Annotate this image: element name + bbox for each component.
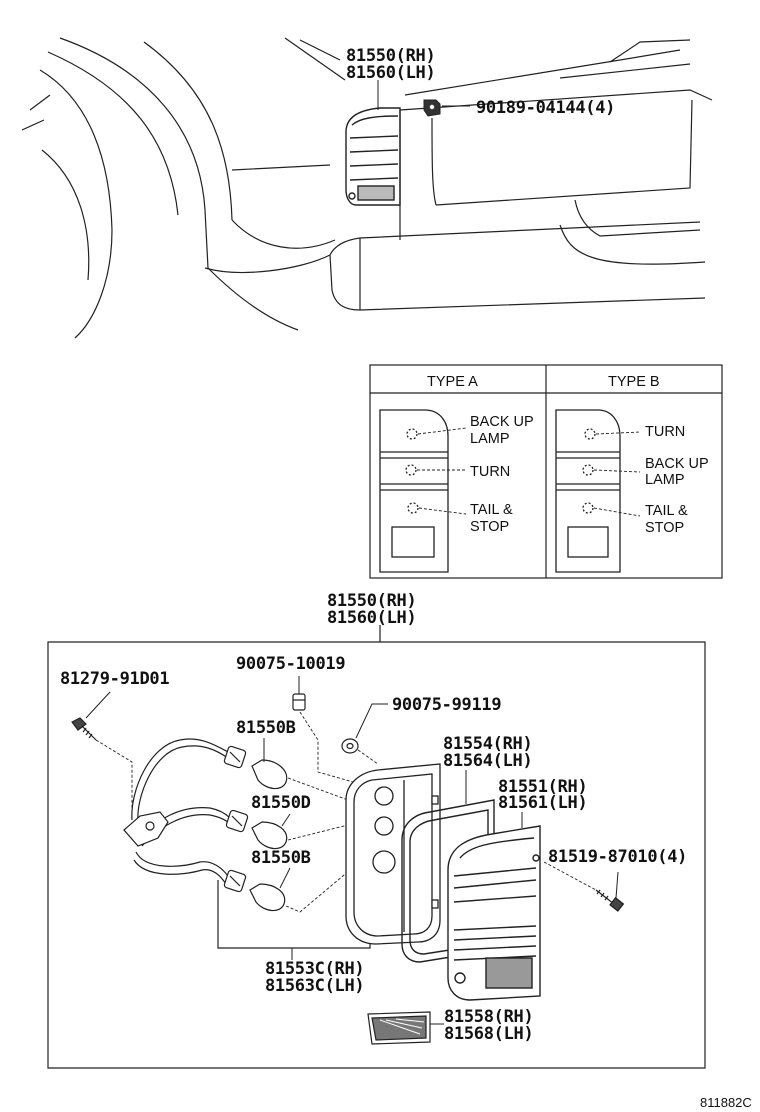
bulb-b1-part: 81550B [236,718,296,738]
vehicle-rear-view [21,37,713,339]
socket-nut-part: 90075-10019 [236,654,345,674]
socket-cord-lh: 81563C(LH) [265,976,364,996]
bulb-b2-part: 81550B [251,848,311,868]
lamp-gasket [401,799,495,963]
socket-nut-icon [292,693,306,711]
type-a-label-turn: TURN [470,464,510,480]
type-b-label-backup: BACK UP [645,456,709,472]
socket-cord-rh: 81553C(RH) [265,959,364,979]
screw-part: 81279-91D01 [60,669,169,689]
top-assembly-lh: 81560(LH) [346,63,435,83]
leader-socket-nut-dashed [299,711,361,785]
type-b-label-tail: TAIL & [645,503,688,519]
leader-grommet [355,703,388,739]
type-a-label-lamp: LAMP [470,431,510,447]
type-a-title: TYPE A [427,374,478,390]
type-b-label-lamp: LAMP [645,472,685,488]
exploded-assembly-rh: 81550(RH) [327,591,416,611]
lens-screw-icon [595,889,625,912]
leader-screw [85,691,111,719]
reflector-lh: 81568(LH) [444,1024,533,1044]
lamp-lens [447,825,541,1001]
exploded-assembly-lh: 81560(LH) [327,608,416,628]
reflector-icon [367,1011,431,1045]
tail-lamp-vehicle [345,107,401,206]
clip-icon [423,99,441,117]
type-table [369,364,723,579]
type-a-label-backup: BACK UP [470,414,534,430]
lens-screw-part: 81519-87010(4) [548,847,687,867]
type-a-label-tail: TAIL & [470,502,513,518]
bulb-d-part: 81550D [251,793,311,813]
type-b-label-stop: STOP [645,520,684,536]
type-a-lamp [379,409,449,573]
socket-3-icon [223,869,247,893]
screw-icon [71,717,97,741]
type-b-title: TYPE B [608,374,660,390]
lamp-housing [345,763,441,945]
socket-cord-harness [123,738,231,885]
bulb-leaders [263,738,291,889]
reference-code: 811882C [700,1095,752,1110]
gasket-lh: 81564(LH) [443,751,532,771]
lens-rh: 81551(RH) [498,777,587,797]
type-a-leaders [417,427,467,515]
socket-1-icon [223,745,247,769]
leader-lens-screw [615,871,619,899]
grommet-icon [341,738,359,754]
leader-screw-dashed [95,739,133,810]
leader-grommet-dashed [357,749,379,765]
bulb-b1-icon [251,759,288,790]
type-a-label-stop: STOP [470,519,509,535]
gasket-rh: 81554(RH) [443,734,532,754]
socket-2-icon [225,809,249,833]
grommet-part: 90075-99119 [392,695,501,715]
type-b-label-turn: TURN [645,424,685,440]
exploded-frame [47,625,706,1069]
reflector-rh: 81558(RH) [444,1007,533,1027]
type-b-lamp [555,409,621,573]
top-clip-part: 90189-04144(4) [476,98,615,118]
lens-lh: 81561(LH) [498,793,587,813]
bulb-b2-icon [249,883,286,912]
top-assembly-rh: 81550(RH) [346,46,435,66]
type-b-leaders [593,431,641,517]
bulb-d-icon [251,821,288,850]
